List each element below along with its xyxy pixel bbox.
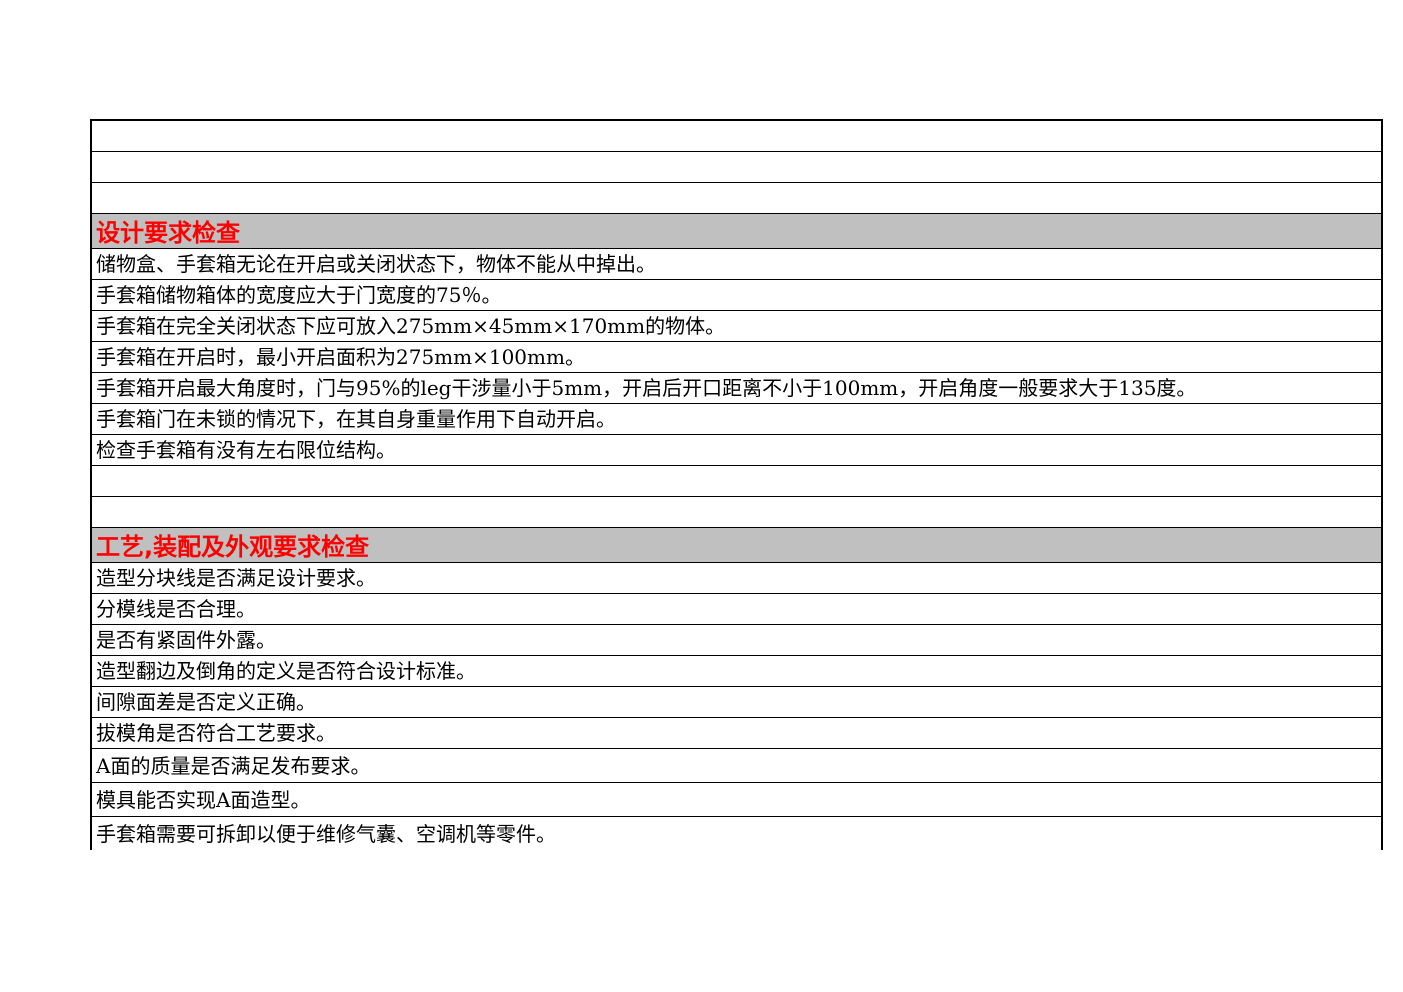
checklist-item: 是否有紧固件外露。 bbox=[92, 625, 1381, 656]
checklist-item: 检查手套箱有没有左右限位结构。 bbox=[92, 435, 1381, 466]
checklist-item: 手套箱在开启时，最小开启面积为275mm×100mm。 bbox=[92, 342, 1381, 373]
checklist-item: 手套箱开启最大角度时，门与95%的leg干涉量小于5mm，开启后开口距离不小于1… bbox=[92, 373, 1381, 404]
checklist-item: 造型分块线是否满足设计要求。 bbox=[92, 563, 1381, 594]
checklist-item: 手套箱储物箱体的宽度应大于门宽度的75％。 bbox=[92, 280, 1381, 311]
checklist-item: A面的质量是否满足发布要求。 bbox=[92, 749, 1381, 783]
blank-row bbox=[92, 466, 1381, 497]
checklist-item: 储物盒、手套箱无论在开启或关闭状态下，物体不能从中掉出。 bbox=[92, 249, 1381, 280]
section-header-process: 工艺,装配及外观要求检查 bbox=[92, 528, 1381, 563]
checklist-item: 模具能否实现A面造型。 bbox=[92, 783, 1381, 817]
section-header-design: 设计要求检查 bbox=[92, 214, 1381, 249]
checklist-item: 手套箱在完全关闭状态下应可放入275mm×45mm×170mm的物体。 bbox=[92, 311, 1381, 342]
checklist-item: 拔模角是否符合工艺要求。 bbox=[92, 718, 1381, 749]
checklist-item: 间隙面差是否定义正确。 bbox=[92, 687, 1381, 718]
checklist-item: 手套箱门在未锁的情况下，在其自身重量作用下自动开启。 bbox=[92, 404, 1381, 435]
checklist-item: 分模线是否合理。 bbox=[92, 594, 1381, 625]
blank-row bbox=[92, 152, 1381, 183]
blank-row bbox=[92, 183, 1381, 214]
checklist-item: 手套箱需要可拆卸以便于维修气囊、空调机等零件。 bbox=[96, 821, 556, 846]
blank-row bbox=[92, 497, 1381, 528]
blank-row bbox=[92, 121, 1381, 152]
checklist-sheet: 设计要求检查 储物盒、手套箱无论在开启或关闭状态下，物体不能从中掉出。 手套箱储… bbox=[90, 119, 1383, 850]
checklist-item: 造型翻边及倒角的定义是否符合设计标准。 bbox=[92, 656, 1381, 687]
